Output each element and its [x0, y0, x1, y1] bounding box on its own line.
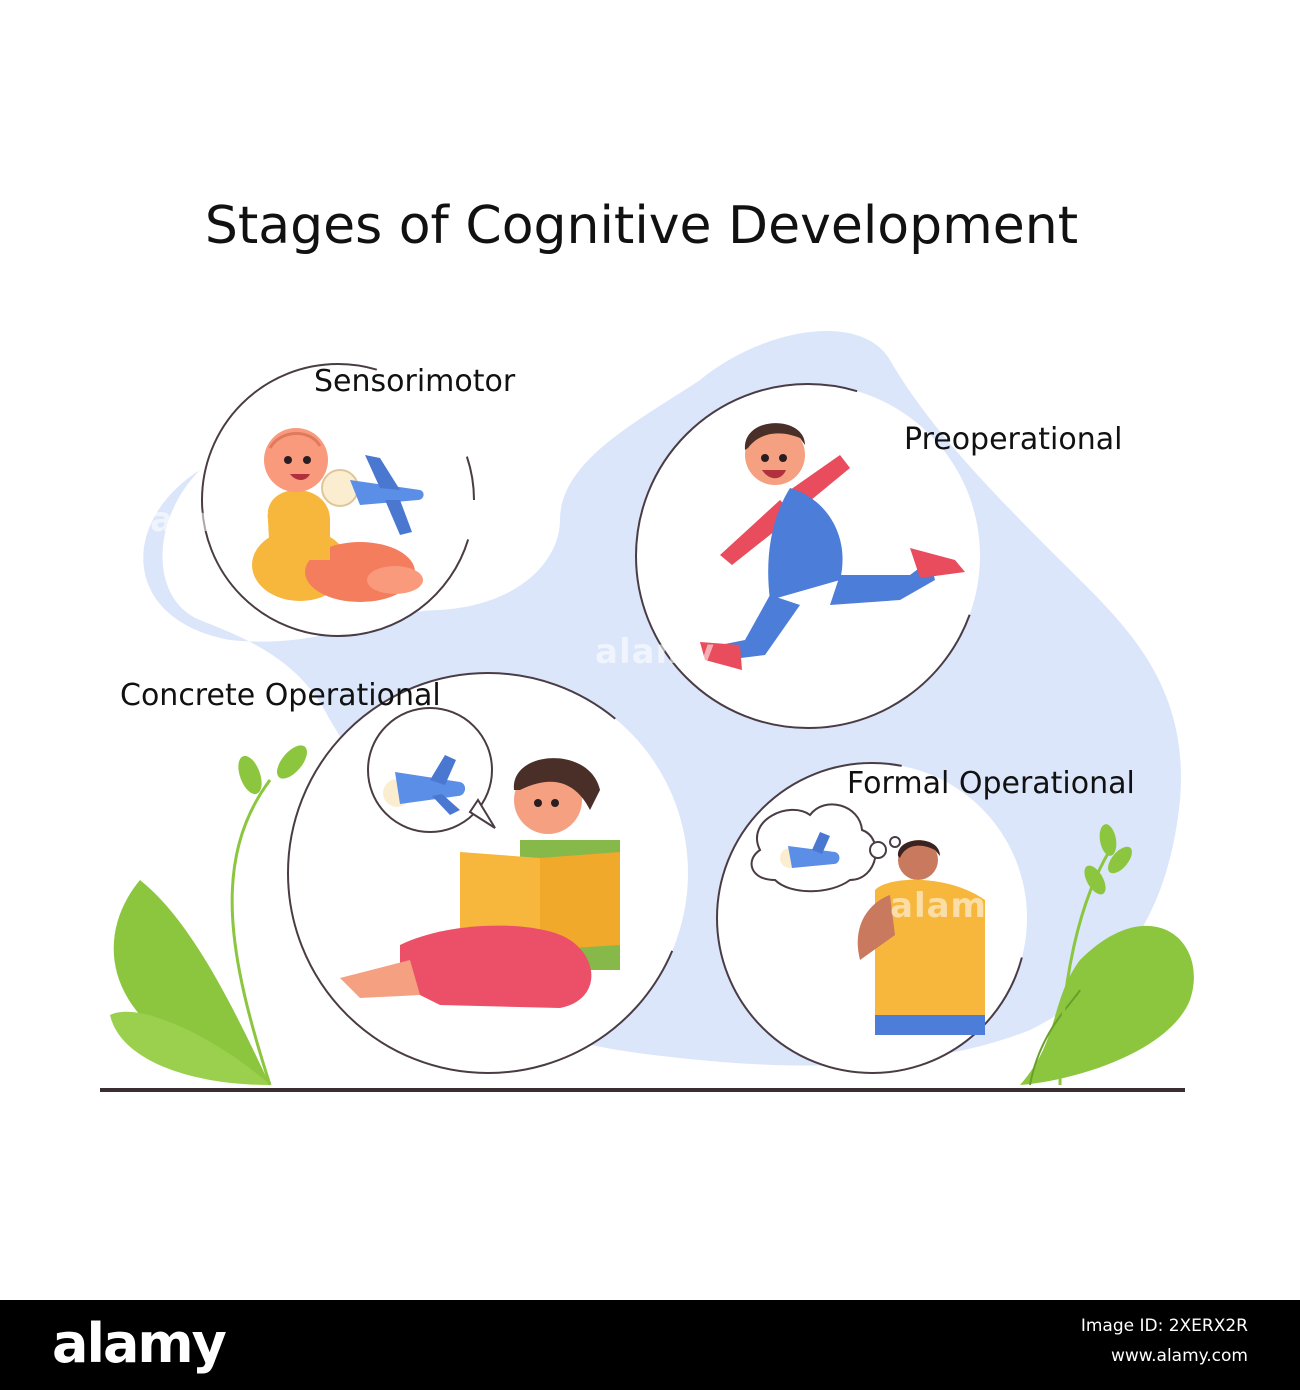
footer-logo: alamy [52, 1312, 227, 1375]
thinking-teen-figure [857, 840, 985, 1035]
watermark: alamy [595, 632, 716, 672]
bubble-plane-icon [383, 755, 466, 815]
baby-figure [252, 428, 423, 602]
right-plant [1020, 824, 1194, 1086]
footer-image-id: Image ID: 2XERX2R [1080, 1316, 1248, 1336]
stage-label-concrete-operational: Concrete Operational [120, 678, 441, 713]
footer-bar [0, 1300, 1300, 1390]
stage-sensorimotor-scene [201, 363, 475, 637]
illustration-canvas [100, 331, 1194, 1092]
left-plant [110, 745, 307, 1086]
watermark: alamy [890, 886, 1011, 926]
stage-label-sensorimotor: Sensorimotor [314, 364, 516, 399]
stage-label-formal-operational: Formal Operational [847, 766, 1135, 801]
stage-formal-scene [716, 762, 1028, 1074]
thought-cloud [750, 803, 901, 893]
reading-child-figure [340, 758, 620, 1008]
toy-plane-icon [350, 455, 424, 535]
stage-concrete-scene [287, 672, 689, 1074]
stage-preoperational-scene [635, 383, 981, 729]
footer-url: www.alamy.com [1110, 1346, 1248, 1366]
toy-ball-icon [321, 469, 359, 507]
watermark: alamy [150, 500, 271, 540]
cloud-plane-icon [780, 832, 840, 868]
running-child-figure [700, 423, 965, 670]
stage-label-preoperational: Preoperational [904, 422, 1123, 457]
page-title: Stages of Cognitive Development [204, 196, 1079, 256]
speech-bubble [367, 707, 496, 833]
